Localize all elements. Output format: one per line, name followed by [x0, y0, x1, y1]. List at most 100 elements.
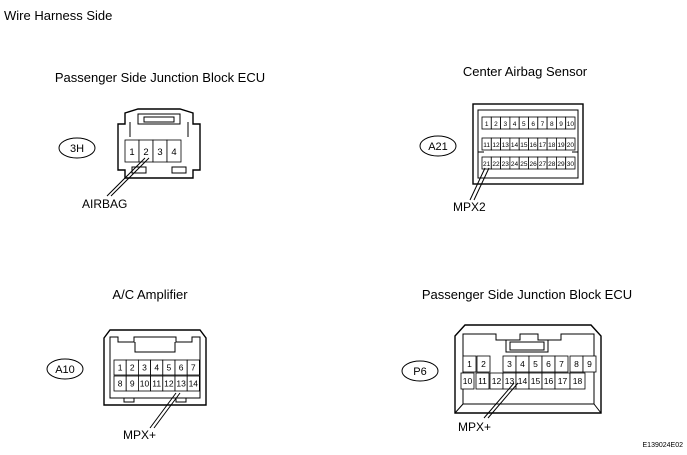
connector-housing [472, 103, 584, 185]
pin-label: 4 [171, 147, 176, 158]
pin-cell [460, 372, 475, 390]
pin-label: 27 [539, 161, 547, 168]
pin-cell [186, 359, 200, 376]
pin-label: 19 [557, 142, 565, 149]
pin-label: 4 [154, 363, 159, 373]
pin-label: 21 [483, 161, 491, 168]
pin-cell [565, 137, 576, 151]
pin-label: 12 [492, 142, 500, 149]
callout-label: MPX2 [453, 200, 486, 214]
pin-label: 2 [143, 147, 148, 158]
pin-cell [569, 372, 586, 390]
pin-label: 12 [164, 379, 174, 389]
pin-label: 18 [548, 142, 556, 149]
pin-label: 12 [492, 376, 502, 386]
pin-label: 3 [507, 359, 512, 369]
pin-label: 18 [573, 376, 583, 386]
pin-label: 1 [118, 363, 123, 373]
pin-label: 1 [485, 121, 489, 128]
pin-cell [476, 355, 491, 373]
connector-housing [117, 108, 201, 179]
connector-id-oval [46, 358, 84, 380]
pin-label: 13 [502, 142, 510, 149]
pin-label: 6 [546, 359, 551, 369]
pin-label: 24 [511, 161, 519, 168]
callout-label: MPX+ [458, 420, 491, 434]
pin-label: 13 [505, 376, 515, 386]
connector-id-oval [401, 360, 439, 382]
connector-housing [103, 329, 207, 406]
pin-label: 8 [574, 359, 579, 369]
pin-label: 2 [130, 363, 135, 373]
pin-cell [462, 355, 477, 373]
pin-label: 23 [502, 161, 510, 168]
pin-label: 14 [518, 376, 528, 386]
pin-label: 2 [494, 121, 498, 128]
pin-label: 1 [129, 147, 134, 158]
connector-title: Passenger Side Junction Block ECU [55, 70, 265, 85]
pin-cell [565, 116, 576, 130]
pin-label: 29 [557, 161, 565, 168]
pin-label: 8 [118, 379, 123, 389]
pin-label: 7 [559, 359, 564, 369]
pin-label: 5 [167, 363, 172, 373]
pin-label: 15 [531, 376, 541, 386]
pin-label: 16 [530, 142, 538, 149]
pin-label: 17 [539, 142, 547, 149]
connector-title: Center Airbag Sensor [463, 64, 588, 79]
pin-cell [186, 375, 200, 392]
connector-id: A10 [55, 364, 75, 376]
pin-label: 15 [520, 142, 528, 149]
drawing-code: E139024E02 [643, 442, 684, 449]
pin-label: 22 [492, 161, 500, 168]
connector-housing [454, 324, 602, 414]
pin-label: 25 [520, 161, 528, 168]
pin-label: 7 [191, 363, 196, 373]
pin-label: 2 [481, 359, 486, 369]
pin-label: 11 [483, 142, 490, 149]
callout-label: MPX+ [123, 428, 156, 442]
connector-3h: Passenger Side Junction Block ECU 3H 1 2… [55, 70, 265, 211]
pin-cell [475, 372, 490, 390]
pin-label: 28 [548, 161, 556, 168]
pin-label: 11 [478, 376, 487, 386]
pin-label: 5 [533, 359, 538, 369]
pin-label: 3 [503, 121, 507, 128]
pin-cell [166, 139, 182, 163]
pin-label: 6 [179, 363, 184, 373]
pin-label: 9 [559, 121, 563, 128]
pin-label: 7 [541, 121, 545, 128]
pin-label: 6 [531, 121, 535, 128]
connector-id-oval [58, 137, 96, 159]
pin-cell [582, 355, 597, 373]
connector-id-oval [419, 135, 457, 157]
pin-label: 26 [530, 161, 538, 168]
connector-id: P6 [413, 366, 426, 378]
pin-label: 4 [513, 121, 517, 128]
pin-label: 9 [587, 359, 592, 369]
page-title: Wire Harness Side [4, 8, 112, 23]
callout-leader [149, 392, 177, 429]
connector-id: 3H [70, 143, 84, 155]
pin-cell [554, 355, 569, 373]
callout-leader [469, 167, 486, 201]
callout-leader [106, 157, 146, 197]
pin-label: 3 [157, 147, 162, 158]
connector-title: A/C Amplifier [112, 287, 188, 302]
pin-label: 16 [544, 376, 554, 386]
pin-label: 13 [176, 379, 186, 389]
pin-label: 9 [130, 379, 135, 389]
pin-label: 10 [140, 379, 150, 389]
pin-label: 14 [511, 142, 519, 149]
pin-cell [565, 156, 576, 170]
pin-label: 5 [522, 121, 526, 128]
connector-id: A21 [428, 141, 448, 153]
pin-label: 1 [467, 359, 472, 369]
pin-label: 14 [189, 379, 199, 389]
